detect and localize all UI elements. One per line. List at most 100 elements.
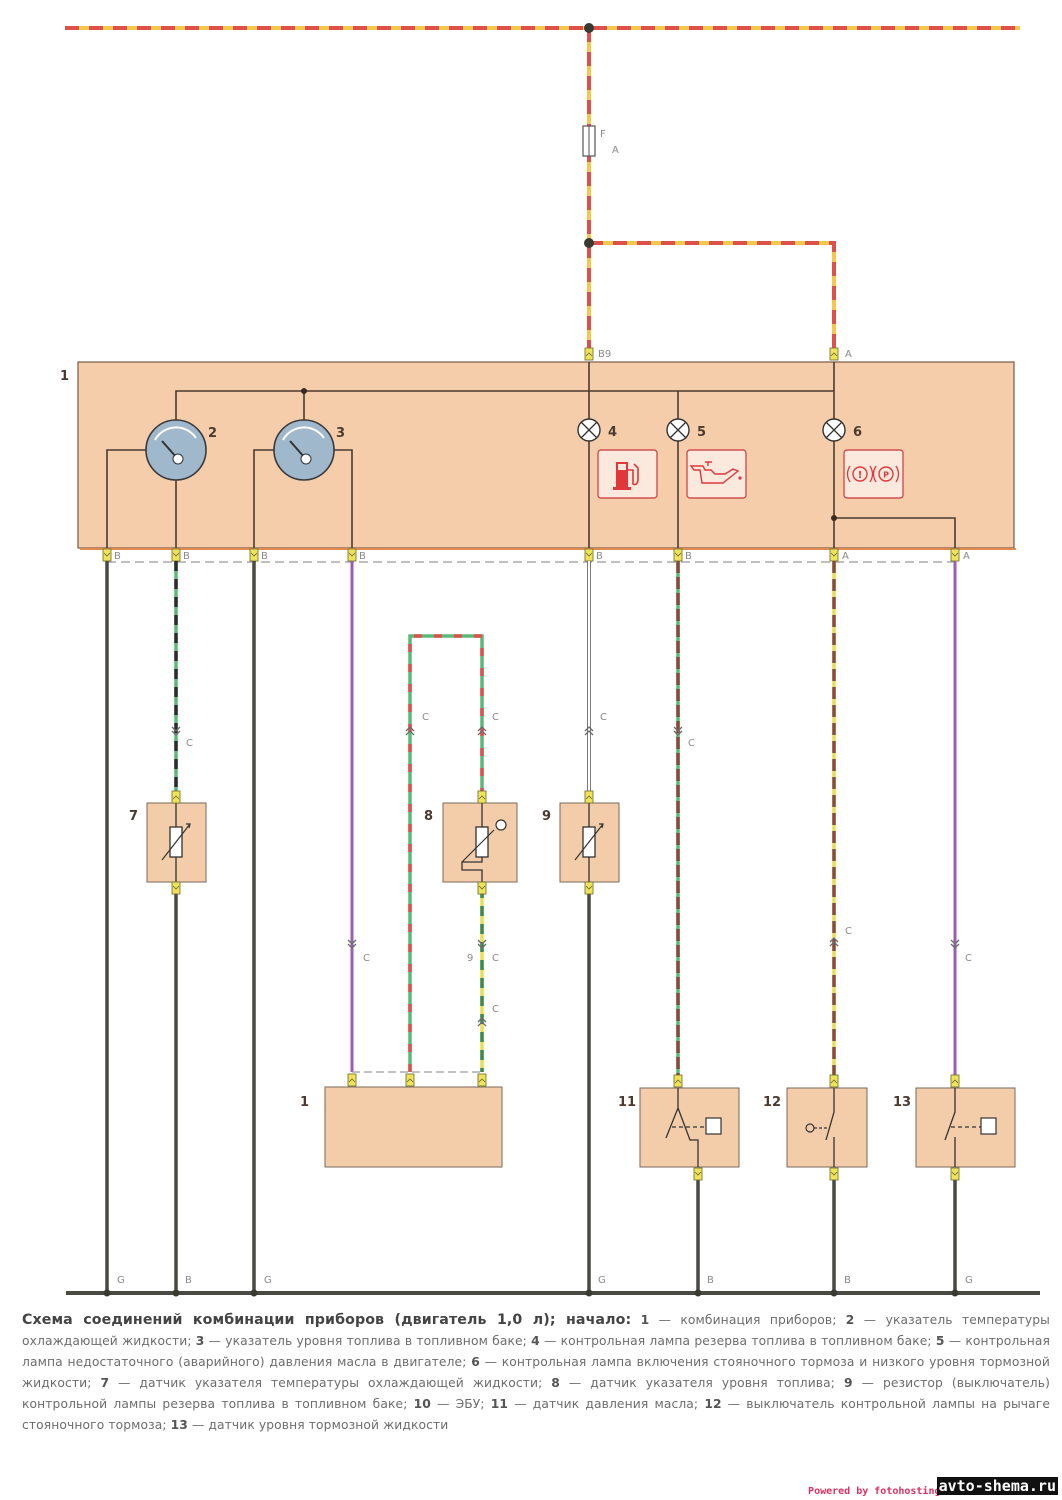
connector-a-top	[829, 347, 839, 361]
pin-label: B	[685, 551, 692, 562]
brake-warning-icon: ! P	[843, 449, 904, 499]
lamp-5-icon	[666, 418, 690, 442]
ground-label: B	[185, 1275, 192, 1286]
junction-node	[584, 23, 594, 33]
coolant-temp-sensor-7	[146, 790, 207, 895]
legend-item-text: датчик указателя уровня топлива;	[590, 1376, 836, 1390]
caption-legend-item: 10 — ЭБУ;	[413, 1397, 485, 1411]
ground-label: G	[598, 1275, 606, 1286]
watermark: Powered by fotohosting.ru avto-shema.ru	[808, 1477, 1058, 1498]
pin-label: A	[842, 551, 849, 562]
fuel-level-gauge-icon	[273, 419, 335, 481]
connector-a-top-label: A	[845, 349, 852, 360]
legend-item-text: указатель уровня топлива в топливном бак…	[225, 1334, 527, 1348]
component-12-number: 12	[763, 1095, 781, 1110]
legend-item-number: 4	[531, 1334, 540, 1348]
ground-label: B	[844, 1275, 851, 1286]
component-5-number: 5	[697, 425, 706, 440]
legend-item-number: 7	[100, 1376, 110, 1390]
cluster-internal-wiring	[106, 362, 956, 548]
component-7-number: 7	[129, 809, 138, 824]
ecu-box	[324, 1071, 503, 1168]
connector-b9	[584, 347, 594, 361]
caption-legend-item: 3 — указатель уровня топлива в топливном…	[195, 1334, 527, 1348]
connector-c-label: C	[688, 738, 695, 749]
caption-legend: 1 — комбинация приборов; 2 — указатель т…	[22, 1313, 1050, 1432]
watermark-powered: Powered by fotohosting.ru	[808, 1486, 959, 1497]
caption-legend-item: 4 — контрольная лампа резерва топлива в …	[531, 1334, 932, 1348]
junction-node	[301, 388, 307, 394]
cluster-bottom-connector-row	[102, 548, 960, 563]
brake-fluid-level-sensor-13	[915, 1074, 1016, 1181]
wire-number-label: 9	[467, 953, 473, 964]
legend-item-number: 13	[170, 1418, 188, 1432]
lamp-6-icon	[822, 418, 846, 442]
legend-item-number: 1	[640, 1313, 650, 1327]
caption-legend-item: 12 — выключатель контрольной лампы на ры…	[22, 1397, 1051, 1432]
power-feed-a	[589, 241, 836, 350]
connector-c-label: C	[845, 926, 852, 937]
connector-c-label: C	[965, 953, 972, 964]
caption-legend-item: 11 — датчик давления масла;	[490, 1397, 699, 1411]
legend-item-number: 11	[490, 1397, 509, 1411]
fuel-pump-warning-icon	[597, 449, 658, 499]
legend-item-text: датчик указателя температуры охлаждающей…	[139, 1376, 543, 1390]
watermark-site: avto-shema.ru	[936, 1477, 1058, 1495]
caption-legend-item: 6 — контрольная лампа включения стояночн…	[22, 1355, 1050, 1390]
legend-item-text: контрольная лампа включения стояночного …	[22, 1355, 1050, 1390]
legend-item-text: комбинация приборов;	[680, 1313, 837, 1327]
connector-c-label: C	[422, 712, 429, 723]
component-6-number: 6	[853, 425, 862, 440]
component-3-number: 3	[336, 426, 345, 441]
component-10-number: 1	[300, 1095, 309, 1110]
legend-item-number: 8	[551, 1376, 560, 1390]
ground-label: G	[117, 1275, 125, 1286]
ground-label: G	[965, 1275, 973, 1286]
parking-brake-switch-12	[786, 1074, 868, 1181]
oil-pressure-sensor-11	[639, 1074, 740, 1181]
connector-c-label: C	[363, 953, 370, 964]
junction-node	[831, 515, 837, 521]
pin-label: A	[963, 551, 970, 562]
legend-item-number: 3	[195, 1334, 205, 1348]
caption-legend-item: 8 — датчик указателя уровня топлива;	[551, 1376, 836, 1390]
caption-legend-item: 9 — резистор (выключатель) контрольной л…	[22, 1376, 1050, 1411]
caption-legend-item: 13 — датчик уровня тормозной жидкости	[170, 1418, 449, 1432]
legend-item-number: 10	[413, 1397, 431, 1411]
caption-legend-item: 1 — комбинация приборов;	[640, 1313, 837, 1327]
component-11-number: 11	[618, 1095, 636, 1110]
component-8-number: 8	[424, 809, 433, 824]
component-4-number: 4	[608, 425, 617, 440]
caption-legend-item: 5 — контрольная лампа недостаточного (ав…	[22, 1334, 1050, 1369]
legend-item-text: контрольная лампа недостаточного (аварий…	[22, 1334, 1050, 1369]
legend-item-number: 6	[471, 1355, 480, 1369]
legend-item-number: 5	[935, 1334, 945, 1348]
ground-label: G	[264, 1275, 272, 1286]
ground-bus	[66, 1289, 1040, 1297]
legend-item-text: датчик давления масла;	[532, 1397, 699, 1411]
component-1-number: 1	[60, 369, 69, 384]
component-13-number: 13	[893, 1095, 911, 1110]
svg-text:!: !	[858, 470, 863, 481]
svg-text:P: P	[883, 471, 889, 480]
pin-label: B	[183, 551, 190, 562]
component-9-number: 9	[542, 809, 551, 824]
legend-item-text: указатель температуры охлаждающей жидкос…	[22, 1313, 1050, 1348]
wiring-diagram: F A B9 A 1 2 3 4	[60, 23, 1040, 1297]
legend-item-text: выключатель контрольной лампы на рычаге …	[22, 1397, 1051, 1432]
connector-b9-label: B9	[598, 349, 611, 360]
pin-label: B	[359, 551, 366, 562]
legend-item-text: резистор (выключатель) контрольной лампы…	[22, 1376, 1050, 1411]
oil-pressure-warning-icon	[686, 449, 747, 499]
caption-legend-item: 7 — датчик указателя температуры охлажда…	[100, 1376, 543, 1390]
legend-item-number: 2	[845, 1313, 855, 1327]
pin-label: B	[114, 551, 121, 562]
fuel-reserve-resistor-9	[559, 790, 620, 895]
caption-title: Схема соединений комбинации приборов (дв…	[22, 1312, 632, 1328]
connector-c-label: C	[600, 712, 607, 723]
legend-item-number: 12	[704, 1397, 722, 1411]
pin-label: B	[261, 551, 268, 562]
connector-c-label: C	[492, 953, 499, 964]
legend-item-text: ЭБУ;	[455, 1397, 485, 1411]
lamp-4-icon	[577, 418, 601, 442]
